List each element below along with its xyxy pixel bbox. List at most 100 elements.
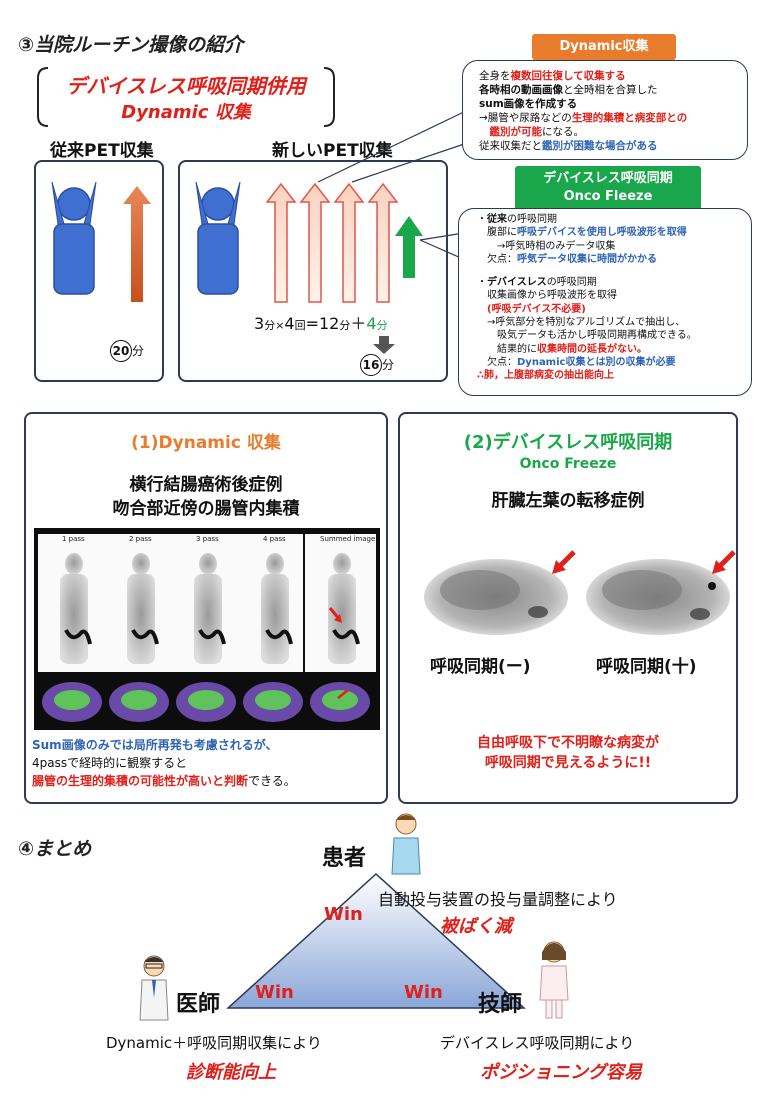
text-segment: 収集時間の延長がない。 xyxy=(537,343,647,355)
section3-title: ③当院ルーチン撮像の紹介 xyxy=(18,34,244,56)
panel1-caption: Sum画像のみでは局所再発も考慮されるが、 4passで経時的に観察すると腸管の生… xyxy=(32,736,388,790)
text-segment: 呼吸デバイス不必要 xyxy=(491,303,582,315)
panel2-caption2: 呼吸同期で見えるように!! xyxy=(484,755,652,771)
down-arrow-icon xyxy=(373,336,395,354)
pass-label: Summed image xyxy=(320,535,376,543)
text-segment: Sum画像のみでは局所再発も考慮されるが、 xyxy=(32,738,278,752)
doctor-icon xyxy=(139,955,169,1021)
freeze-callout-line: 腹部に呼吸デバイスを使用し呼吸波形を取得 xyxy=(477,226,743,239)
panel2-case: 肝臓左葉の転移症例 xyxy=(491,491,645,511)
text-segment: 生理的集積と病変部との xyxy=(571,112,688,124)
panel1-subtitle1: 横行結腸癌術後症例 xyxy=(129,475,283,495)
ct-no-gating-image xyxy=(424,559,568,635)
dynamic-callout-line: 各時相の動画画像と全時相を合算した xyxy=(479,83,737,97)
text-segment: 従来収集だと xyxy=(479,140,542,152)
text-segment: ・ xyxy=(477,277,487,289)
text-segment: 結果的に xyxy=(477,343,537,355)
freeze-callout-line: 欠点：Dynamic収集とは別の収集が必要 xyxy=(477,356,743,369)
text-segment: 4passで経時的に観察すると xyxy=(32,756,188,770)
patient-desc: 自動投与装置の投与量調整により xyxy=(378,890,618,909)
panel1-caption-line: 腸管の生理的集積の可能性が高いと判断できる。 xyxy=(32,772,388,790)
pass-label: 3 pass xyxy=(196,535,219,543)
text-segment: →呼気部分を特別なアルゴリズムで抽出し、 xyxy=(477,317,686,329)
freeze-callout-line: 収集画像から呼吸波形を取得 xyxy=(477,289,743,302)
patient-icon xyxy=(391,813,421,875)
text-segment: ・ xyxy=(477,214,487,225)
panel2-subtitle: Onco Freeze xyxy=(519,456,617,472)
doctor-desc: Dynamic＋呼吸同期収集により xyxy=(106,1034,322,1052)
lesion-arrow-icon xyxy=(552,550,576,574)
win-triangle xyxy=(226,872,526,1009)
long-scan-arrow-icon xyxy=(123,186,151,302)
technologist-icon xyxy=(539,941,569,1019)
freeze-callout-line xyxy=(477,266,743,276)
dynamic-callout-line: sum画像を作成する xyxy=(479,97,737,111)
text-segment: デバイスレス xyxy=(487,277,547,289)
freeze-callout-line: 結果的に収集時間の延長がない。 xyxy=(477,343,743,356)
tech-desc: デバイスレス呼吸同期により xyxy=(440,1034,635,1052)
text-segment: 鑑別が可能 xyxy=(479,126,542,138)
text-segment: 収集画像から呼吸波形を取得 xyxy=(477,290,617,302)
pass-label: 2 pass xyxy=(129,535,152,543)
person-icon xyxy=(195,181,241,295)
panel2-caption1: 自由呼吸下で不明瞭な病変が xyxy=(477,735,659,751)
panel1-caption-line: 4passで経時的に観察すると xyxy=(32,754,388,772)
freeze-tag-line1: デバイスレス呼吸同期 xyxy=(543,171,673,186)
dynamic-pass-arrows-icon xyxy=(266,182,399,303)
dynamic-tag: Dynamic収集 xyxy=(532,34,676,60)
text-segment: sum画像を作成する xyxy=(479,98,578,110)
mip-body-silhouettes xyxy=(60,534,360,672)
dynamic-callout-line: 全身を複数回往復して収集する xyxy=(479,69,737,83)
panel-dynamic: (1)Dynamic 収集 横行結腸癌術後症例 吻合部近傍の腸管内集積 1 pa… xyxy=(24,412,388,804)
fusion-image-strip xyxy=(42,682,370,722)
text-segment: 各時相の動画画像 xyxy=(479,84,563,96)
freeze-callout-line: →呼気部分を特別なアルゴリズムで抽出し、 xyxy=(477,316,743,329)
text-segment: 従来 xyxy=(487,214,507,225)
text-segment: →腸管や尿路などの xyxy=(479,112,572,124)
label-gating-off: 呼吸同期(ー) xyxy=(430,657,531,677)
text-segment: 鑑別が困難な場合がある xyxy=(542,140,658,152)
dynamic-callout-line: →腸管や尿路などの生理的集積と病変部との xyxy=(479,111,737,125)
text-segment: Dynamic収集とは別の収集が必要 xyxy=(517,356,676,368)
text-segment: 腸管の生理的集積の可能性が高いと判断 xyxy=(32,774,249,788)
patient-result: 被ばく減 xyxy=(440,916,512,937)
panel-freeze: (2)デバイスレス呼吸同期 Onco Freeze 肝臓左葉の転移症例 呼吸同期… xyxy=(398,412,738,804)
text-segment: の呼吸同期 xyxy=(546,277,597,289)
win-label-right: Win xyxy=(404,982,443,1003)
freeze-callout-line: ・デバイスレスの呼吸同期 xyxy=(477,276,743,289)
text-segment: できる。 xyxy=(248,774,296,788)
text-segment: →呼気時相のみデータ収集 xyxy=(477,240,616,252)
freeze-callout-line: →呼気時相のみデータ収集 xyxy=(477,240,743,253)
freeze-callout-line: 欠点：呼気データ収集に時間がかかる xyxy=(477,253,743,266)
text-segment: 肺，上腹部病変の抽出能向上 xyxy=(483,370,614,382)
heading-line1: デバイスレス呼吸同期併用 xyxy=(66,74,306,98)
freeze-tag: デバイスレス呼吸同期 Onco Fleeze xyxy=(515,166,701,210)
freeze-callout-line: ・従来の呼吸同期 xyxy=(477,213,743,226)
ct-gating-image xyxy=(586,559,730,635)
freeze-callout-line: (呼吸デバイス不必要) xyxy=(477,303,743,316)
dynamic-callout-line: 鑑別が可能になる。 xyxy=(479,125,737,139)
text-segment: 呼吸デバイスを使用し呼吸波形を取得 xyxy=(517,227,687,239)
freeze-callout-line: 吸気データも活かし呼吸同期再構成できる。 xyxy=(477,329,743,342)
freeze-tag-line2: Onco Fleeze xyxy=(563,189,653,204)
text-segment: 全身を xyxy=(479,70,511,82)
win-label-top: Win xyxy=(324,904,363,925)
person-icon xyxy=(51,181,97,295)
time-formula: 3分×4回=12分＋4分 xyxy=(254,314,388,333)
lesion-arrow-icon xyxy=(712,550,736,574)
panel2-title: (2)デバイスレス呼吸同期 xyxy=(463,432,673,453)
panel1-title: (1)Dynamic 収集 xyxy=(131,433,281,453)
freeze-callout-line: ∴肺，上腹部病変の抽出能向上 xyxy=(477,369,743,382)
freeze-callout-text: ・従来の呼吸同期 腹部に呼吸デバイスを使用し呼吸波形を取得 →呼気時相のみデータ… xyxy=(477,213,743,383)
new-pet-label: 新しいPET収集 xyxy=(272,141,393,161)
dynamic-callout-line: 従来収集だと鑑別が困難な場合がある xyxy=(479,139,737,153)
tech-result: ポジショニング容易 xyxy=(480,1062,642,1083)
pass-label: 1 pass xyxy=(62,535,85,543)
text-segment: ( xyxy=(477,303,492,315)
